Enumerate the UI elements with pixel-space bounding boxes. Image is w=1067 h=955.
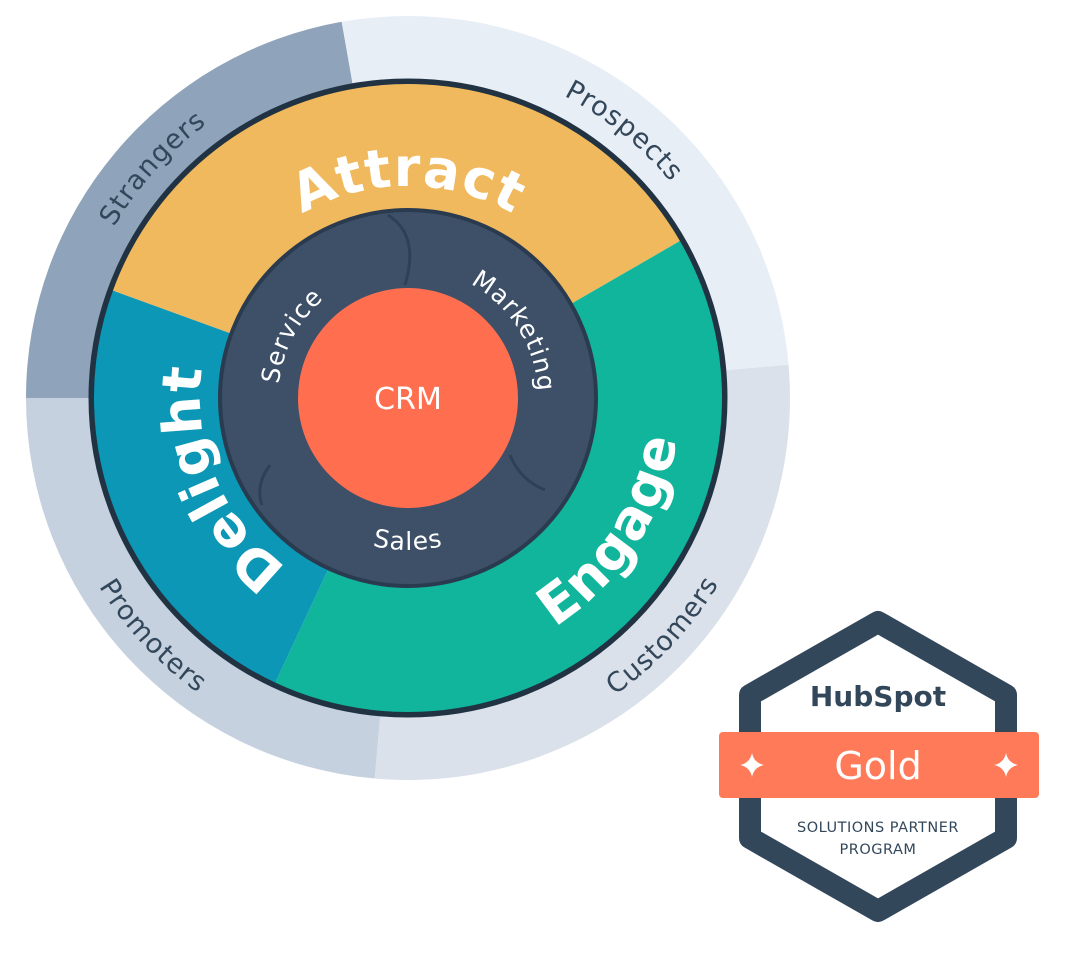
partner-badge: HubSpot Gold SOLUTIONS PARTNER PROGRAM <box>719 611 1039 922</box>
sparkle-icon <box>740 753 764 777</box>
badge-tier: Gold <box>834 744 921 788</box>
badge-band <box>719 732 1039 798</box>
middle-segment-delight <box>94 290 330 683</box>
badge-line2: PROGRAM <box>840 842 917 858</box>
badge-line1: SOLUTIONS PARTNER <box>797 820 959 836</box>
label-sales: Sales <box>371 523 444 556</box>
outer-segment-customers <box>374 364 791 781</box>
middle-segment-engage <box>275 241 722 712</box>
crm-label: CRM <box>374 382 442 417</box>
badge-brand: HubSpot <box>810 680 946 713</box>
inner-ring-dividers <box>258 213 546 506</box>
sparkle-icon <box>994 753 1018 777</box>
outer-segment-promoters <box>25 398 381 779</box>
crm-circle <box>298 288 518 508</box>
outer-border <box>88 78 728 718</box>
outer-segment-strangers <box>26 21 354 399</box>
outer-segment-prospects <box>341 16 789 371</box>
outer-ring <box>25 16 791 781</box>
